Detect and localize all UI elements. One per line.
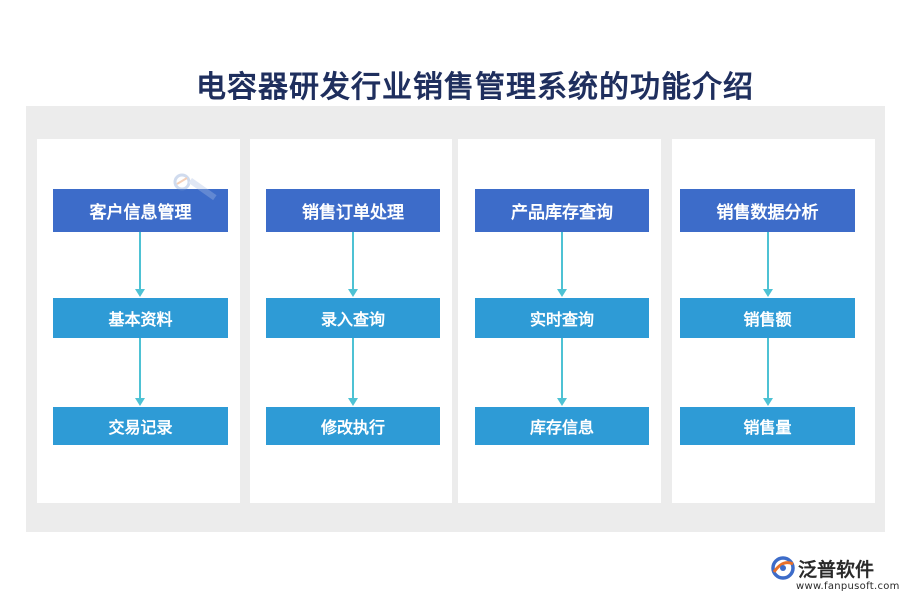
sub-box-inventory-1: 实时查询 <box>475 298 649 338</box>
sub-box-analysis-1: 销售额 <box>680 298 855 338</box>
watermark-logo-icon <box>173 173 217 201</box>
sub-box-order-2: 修改执行 <box>266 407 440 445</box>
sub-box-customer-1: 基本资料 <box>53 298 228 338</box>
arrow-order-2 <box>347 338 359 406</box>
arrow-inventory-2 <box>556 338 568 406</box>
arrow-customer-2 <box>134 338 146 406</box>
sub-box-order-1: 录入查询 <box>266 298 440 338</box>
arrow-analysis-2 <box>762 338 774 406</box>
sub-box-customer-2: 交易记录 <box>53 407 228 445</box>
arrow-inventory-1 <box>556 232 568 297</box>
brand-logo: 泛普软件 www.fanpusoft.com <box>770 555 899 597</box>
sub-box-inventory-2: 库存信息 <box>475 407 649 445</box>
arrow-customer-1 <box>134 232 146 297</box>
brand-url: www.fanpusoft.com <box>796 581 900 592</box>
header-box-analysis: 销售数据分析 <box>680 189 855 232</box>
header-box-order: 销售订单处理 <box>266 189 440 232</box>
brand-name: 泛普软件 <box>798 559 875 581</box>
header-box-inventory: 产品库存查询 <box>475 189 649 232</box>
fanpu-logo-icon <box>771 556 795 580</box>
diagram-title: 电容器研发行业销售管理系统的功能介绍 <box>196 70 754 105</box>
sub-box-analysis-2: 销售量 <box>680 407 855 445</box>
header-box-customer: 客户信息管理 <box>53 189 228 232</box>
arrow-analysis-1 <box>762 232 774 297</box>
arrow-order-1 <box>347 232 359 297</box>
